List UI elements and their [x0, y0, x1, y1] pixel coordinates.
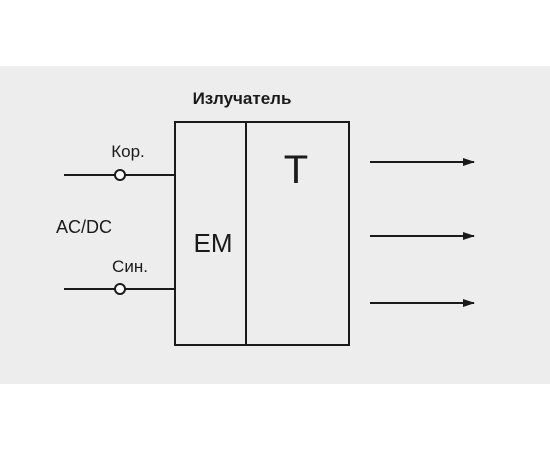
input-bottom-terminal — [114, 283, 126, 295]
em-section-label: EM — [194, 228, 233, 258]
diagram-title: Излучатель — [193, 89, 292, 108]
input-bottom-label: Син. — [112, 257, 148, 276]
t-section-label: T — [284, 148, 308, 192]
input-top-terminal — [114, 169, 126, 181]
emitter-block — [174, 121, 350, 346]
input-top-label: Кор. — [111, 142, 145, 161]
diagram-panel — [0, 66, 550, 384]
supply-label: AC/DC — [56, 217, 112, 237]
